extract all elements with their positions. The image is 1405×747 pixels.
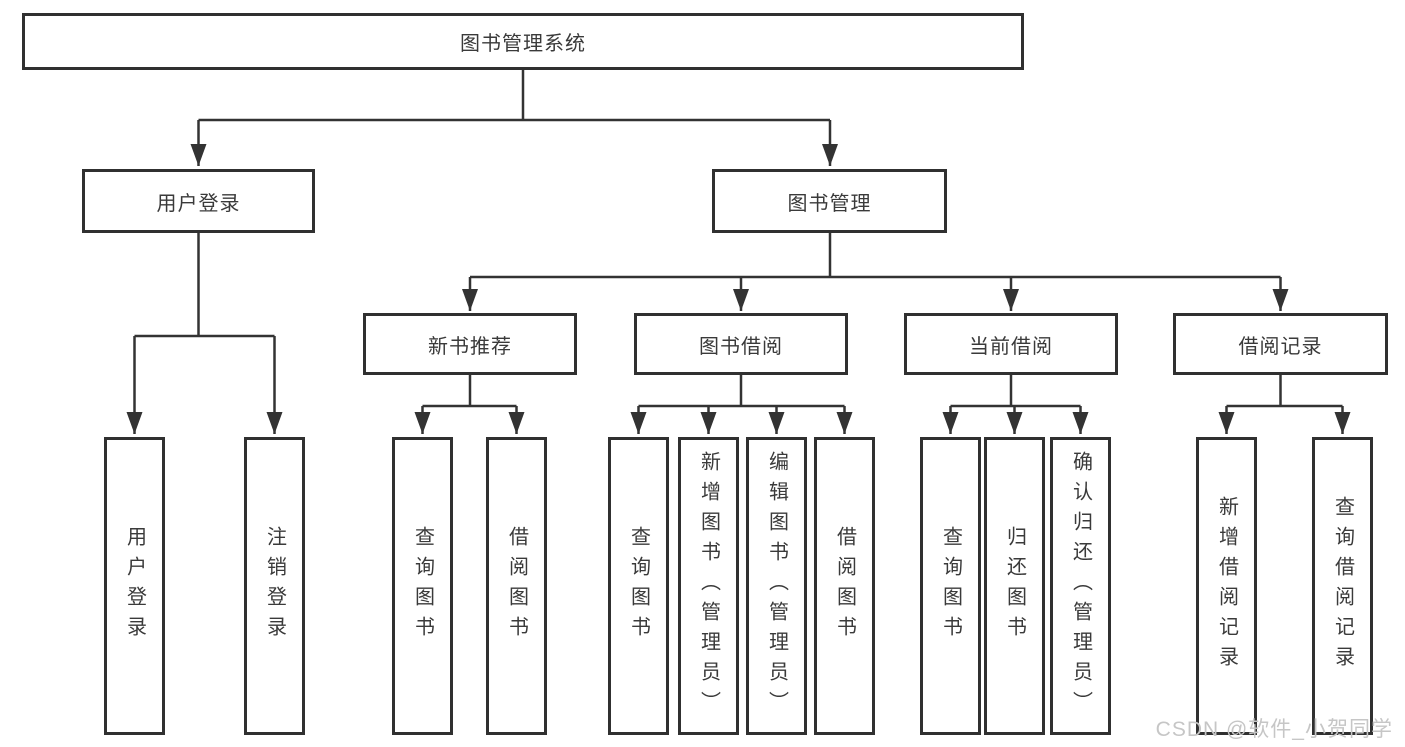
leaf-bb-add-books-admin-label: 新增图书（管理员）	[697, 451, 720, 721]
leaf-logout-login-label: 注销登录	[263, 526, 286, 646]
leaf-user-login-label: 用户登录	[123, 526, 146, 646]
leaf-cb-confirm-return-admin: 确认归还（管理员）	[1050, 437, 1111, 735]
connector-book-borrow-spine	[638, 375, 845, 408]
connector-new-book-spine	[422, 375, 517, 408]
node-new-book-recommend: 新书推荐	[363, 313, 577, 375]
leaf-bb-add-books-admin: 新增图书（管理员）	[678, 437, 739, 735]
leaf-user-login: 用户登录	[104, 437, 165, 735]
leaf-bb-borrow-books: 借阅图书	[814, 437, 875, 735]
csdn-watermark: CSDN @软件_小贺同学	[1155, 718, 1393, 741]
leaf-bb-edit-books-admin: 编辑图书（管理员）	[746, 437, 807, 735]
leaf-br-query-record-label: 查询借阅记录	[1331, 496, 1354, 676]
connector-borrow-record-spine	[1226, 375, 1343, 408]
leaf-logout-login: 注销登录	[244, 437, 305, 735]
leaf-nb-borrow-books: 借阅图书	[486, 437, 547, 735]
leaf-cb-query-books: 查询图书	[920, 437, 981, 735]
connector-book-mgmt-spine	[470, 233, 1281, 279]
leaf-cb-confirm-return-admin-label: 确认归还（管理员）	[1069, 451, 1092, 721]
connector-user-login-spine	[134, 233, 275, 338]
leaf-bb-borrow-books-label: 借阅图书	[833, 526, 856, 646]
leaf-nb-query-books: 查询图书	[392, 437, 453, 735]
leaf-bb-query-books-label: 查询图书	[627, 526, 650, 646]
node-user-login-label: 用户登录	[156, 192, 241, 215]
node-current-borrow: 当前借阅	[904, 313, 1118, 375]
leaf-bb-query-books: 查询图书	[608, 437, 669, 735]
node-user-login: 用户登录	[82, 169, 315, 233]
node-borrow-record-label: 借阅记录	[1238, 335, 1323, 358]
leaf-br-add-record: 新增借阅记录	[1196, 437, 1257, 735]
node-new-book-recommend-label: 新书推荐	[428, 335, 512, 358]
leaf-cb-return-books: 归还图书	[984, 437, 1045, 735]
node-borrow-record: 借阅记录	[1173, 313, 1388, 375]
connector-root-spine	[198, 70, 830, 122]
leaf-br-add-record-label: 新增借阅记录	[1215, 496, 1238, 676]
leaf-br-query-record: 查询借阅记录	[1312, 437, 1373, 735]
node-root-label: 图书管理系统	[460, 33, 586, 55]
leaf-bb-edit-books-admin-label: 编辑图书（管理员）	[765, 451, 788, 721]
node-book-borrow-label: 图书借阅	[699, 335, 783, 358]
node-book-mgmt-label: 图书管理	[787, 192, 872, 215]
connector-current-borrow-spine	[950, 375, 1081, 408]
node-book-mgmt: 图书管理	[712, 169, 947, 233]
leaf-cb-query-books-label: 查询图书	[939, 526, 962, 646]
node-book-borrow: 图书借阅	[634, 313, 848, 375]
node-root: 图书管理系统	[22, 13, 1024, 70]
node-current-borrow-label: 当前借阅	[969, 335, 1053, 358]
leaf-nb-query-books-label: 查询图书	[411, 526, 434, 646]
leaf-cb-return-books-label: 归还图书	[1003, 526, 1026, 646]
leaf-nb-borrow-books-label: 借阅图书	[505, 526, 528, 646]
